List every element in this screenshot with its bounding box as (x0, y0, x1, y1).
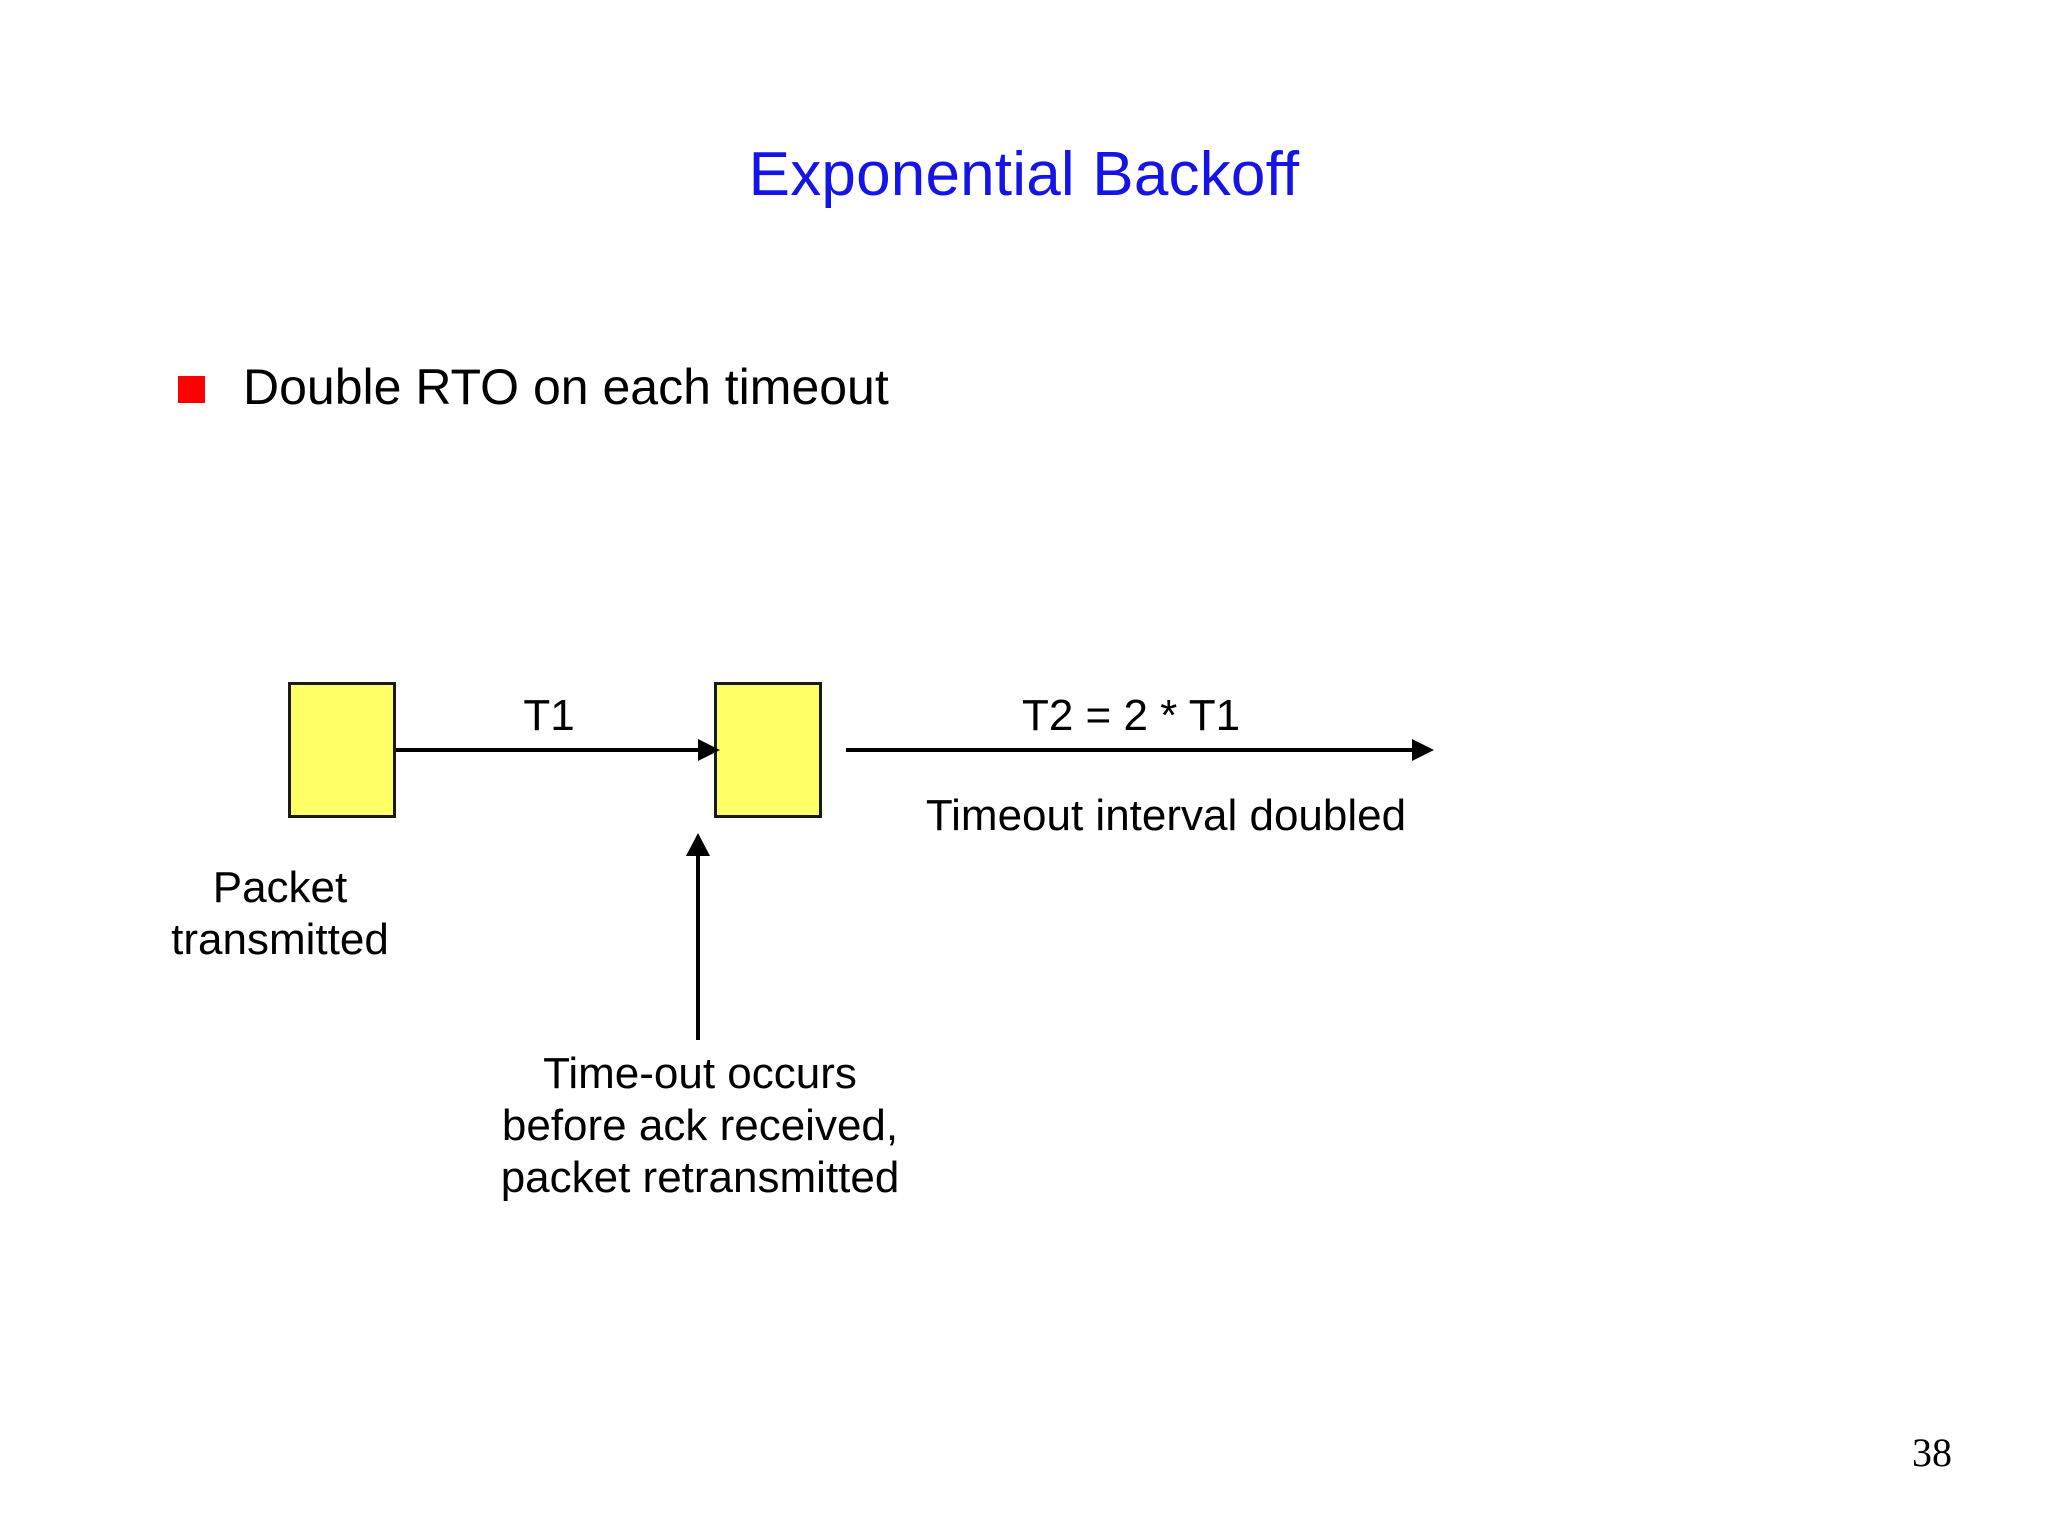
packet-transmitted-label-line-1: Packet (212, 863, 348, 912)
packet-box-first-transmission (288, 682, 396, 818)
bullet-item: Double RTO on each timeout (178, 360, 889, 415)
t2-interval-arrow-shaft (846, 748, 1416, 752)
timeout-note-line-2: before ack received, (501, 1100, 899, 1150)
square-bullet-icon (178, 376, 205, 403)
packet-box-retransmission (714, 682, 822, 818)
timeout-callout-arrow-shaft (696, 855, 700, 1040)
timeout-doubled-caption: Timeout interval doubled (925, 791, 1407, 840)
t2-interval-arrow-head-icon (1412, 739, 1434, 761)
timeout-note-line-3: packet retransmitted (500, 1152, 900, 1202)
bullet-item-label: Double RTO on each timeout (243, 359, 889, 415)
timeout-callout-arrow-head-icon (686, 833, 710, 856)
t1-interval-arrow-head-icon (698, 739, 720, 761)
page-title: Exponential Backoff (748, 140, 1300, 209)
timeout-note-label: Time-out occurs before ack received, pac… (420, 1048, 980, 1204)
page-number: 38 (1912, 1430, 1952, 1475)
t1-interval-arrow-shaft (396, 748, 702, 752)
packet-transmitted-label: Packet transmitted (110, 862, 450, 966)
t2-interval-label: T2 = 2 * T1 (1021, 691, 1241, 740)
timeout-note-line-1: Time-out occurs (543, 1049, 857, 1098)
packet-transmitted-label-line-2: transmitted (171, 914, 389, 964)
t1-interval-label: T1 (523, 691, 575, 740)
